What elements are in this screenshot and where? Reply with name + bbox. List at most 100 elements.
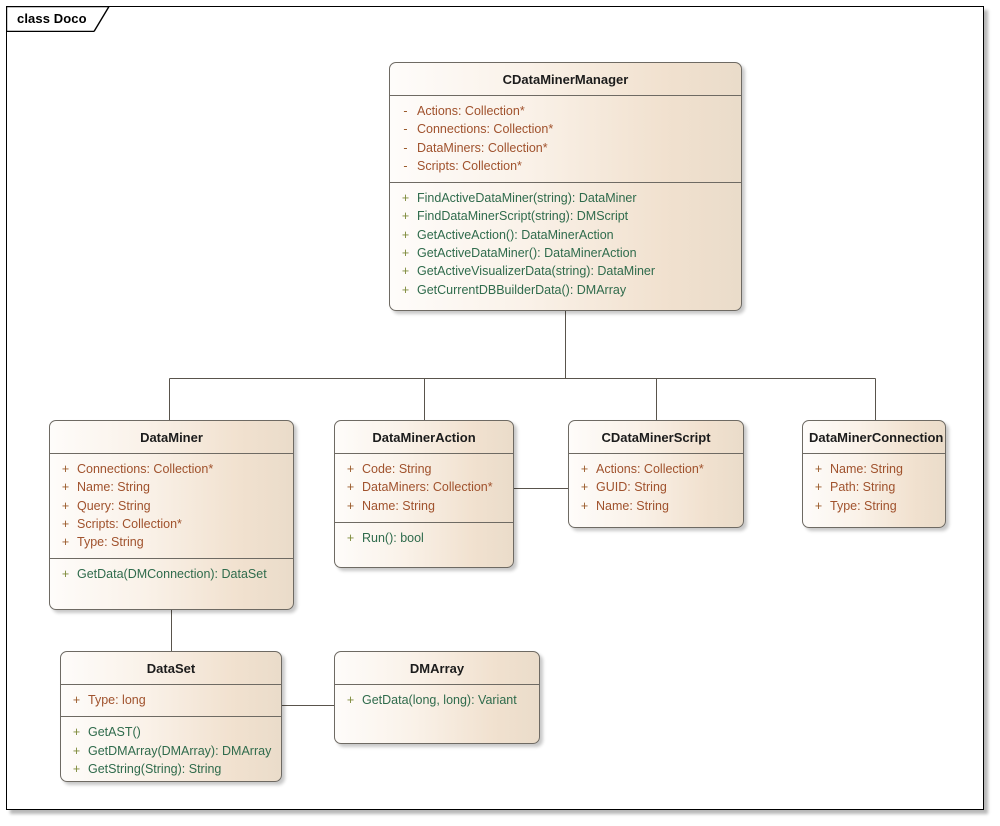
- attribute-text: Name: String: [596, 498, 669, 513]
- operation-row: + GetActiveDataMiner(): DataMinerAction: [394, 244, 737, 262]
- operations-compartment: + FindActiveDataMiner(string): DataMiner…: [390, 182, 741, 306]
- attribute-text: Query: String: [77, 498, 151, 513]
- operations-compartment: + GetData(long, long): Variant: [335, 685, 539, 716]
- class-title: DataSet: [61, 652, 281, 685]
- class-box-dmarray[interactable]: DMArray + GetData(long, long): Variant: [334, 651, 540, 744]
- attribute-row: + GUID: String: [573, 478, 739, 496]
- attribute-text: Actions: Collection*: [596, 462, 704, 476]
- visibility-marker: +: [814, 462, 823, 476]
- operation-row: + GetDMArray(DMArray): DMArray: [65, 742, 277, 760]
- operations-compartment: + Run(): bool: [335, 521, 513, 554]
- attribute-row: + Type: String: [54, 533, 289, 551]
- attribute-text: DataMiners: Collection*: [362, 480, 493, 495]
- attribute-text: Name: String: [362, 498, 435, 513]
- visibility-marker: +: [401, 246, 410, 261]
- class-box-cdataminermanager[interactable]: CDataMinerManager - Actions: Collection*…: [389, 62, 742, 311]
- attribute-text: Name: String: [77, 480, 150, 495]
- visibility-marker: +: [72, 743, 81, 758]
- visibility-marker: +: [61, 462, 70, 476]
- attribute-text: Type: long: [88, 693, 146, 707]
- visibility-marker: +: [401, 227, 410, 242]
- operation-text: GetData(DMConnection): DataSet: [77, 567, 267, 582]
- visibility-marker: +: [72, 761, 81, 776]
- visibility-marker: +: [61, 535, 70, 550]
- attribute-text: Scripts: Collection*: [417, 158, 522, 173]
- class-title: DataMinerAction: [335, 421, 513, 454]
- attributes-compartment: + Code: String + DataMiners: Collection*…: [335, 454, 513, 522]
- operation-row: + FindDataMinerScript(string): DMScript: [394, 207, 737, 225]
- visibility-marker: +: [346, 498, 355, 513]
- visibility-marker: -: [403, 122, 408, 137]
- operation-text: FindActiveDataMiner(string): DataMiner: [417, 191, 637, 206]
- visibility-marker: +: [401, 209, 410, 224]
- operation-text: GetAST(): [88, 725, 141, 740]
- attribute-row: + Type: long: [65, 691, 277, 709]
- operation-row: + GetData(long, long): Variant: [339, 691, 535, 709]
- class-title: DMArray: [335, 652, 539, 685]
- class-box-dataset[interactable]: DataSet + Type: long + GetAST() + GetDMA…: [60, 651, 282, 782]
- operation-row: + GetActiveVisualizerData(string): DataM…: [394, 262, 737, 280]
- attribute-row: + Name: String: [573, 497, 739, 515]
- operations-compartment: + GetAST() + GetDMArray(DMArray): DMArra…: [61, 716, 281, 785]
- visibility-marker: +: [61, 516, 70, 531]
- attribute-row: + Actions: Collection*: [573, 460, 739, 478]
- visibility-marker: +: [814, 480, 823, 495]
- visibility-marker: -: [403, 140, 408, 155]
- attribute-text: Type: String: [77, 535, 144, 550]
- class-box-dataminer[interactable]: DataMiner + Connections: Collection* + N…: [49, 420, 294, 610]
- attribute-text: GUID: String: [596, 480, 667, 495]
- operation-text: GetDMArray(DMArray): DMArray: [88, 743, 272, 758]
- attribute-row: + Name: String: [807, 460, 941, 478]
- visibility-marker: -: [403, 104, 408, 118]
- operation-text: GetCurrentDBBuilderData(): DMArray: [417, 282, 627, 297]
- visibility-marker: +: [401, 282, 410, 297]
- attribute-row: + Name: String: [339, 497, 509, 515]
- operation-row: + GetString(String): String: [65, 760, 277, 778]
- visibility-marker: +: [346, 530, 355, 545]
- attribute-text: Name: String: [830, 462, 903, 476]
- attribute-text: DataMiners: Collection*: [417, 140, 548, 155]
- attribute-text: Connections: Collection*: [77, 462, 214, 476]
- class-title: DataMinerConnection: [803, 421, 945, 454]
- visibility-marker: +: [580, 498, 589, 513]
- operation-text: GetActiveDataMiner(): DataMinerAction: [417, 246, 637, 261]
- attributes-compartment: + Type: long: [61, 685, 281, 716]
- visibility-marker: +: [61, 480, 70, 495]
- attribute-row: + DataMiners: Collection*: [339, 478, 509, 496]
- attribute-row: + Path: String: [807, 478, 941, 496]
- attribute-text: Code: String: [362, 462, 432, 476]
- diagram-tab-label: class Doco: [17, 11, 87, 26]
- attribute-row: - Connections: Collection*: [394, 120, 737, 138]
- class-box-cdataminerscript[interactable]: CDataMinerScript + Actions: Collection* …: [568, 420, 744, 528]
- operation-row: + Run(): bool: [339, 529, 509, 547]
- class-box-datamineraction[interactable]: DataMinerAction + Code: String + DataMin…: [334, 420, 514, 568]
- attribute-row: + Name: String: [54, 478, 289, 496]
- class-box-dataminerconnection[interactable]: DataMinerConnection + Name: String + Pat…: [802, 420, 946, 528]
- attribute-row: - Actions: Collection*: [394, 102, 737, 120]
- attribute-text: Scripts: Collection*: [77, 516, 182, 531]
- visibility-marker: +: [72, 693, 81, 707]
- class-title: DataMiner: [50, 421, 293, 454]
- attribute-text: Actions: Collection*: [417, 104, 525, 118]
- visibility-marker: +: [346, 480, 355, 495]
- operation-text: GetData(long, long): Variant: [362, 693, 517, 707]
- visibility-marker: +: [814, 498, 823, 513]
- operation-text: FindDataMinerScript(string): DMScript: [417, 209, 629, 224]
- visibility-marker: +: [346, 462, 355, 476]
- operation-row: + FindActiveDataMiner(string): DataMiner: [394, 189, 737, 207]
- class-title: CDataMinerScript: [569, 421, 743, 454]
- operation-text: GetActiveVisualizerData(string): DataMin…: [417, 264, 656, 279]
- visibility-marker: +: [61, 498, 70, 513]
- visibility-marker: +: [61, 567, 70, 582]
- attribute-row: + Type: String: [807, 497, 941, 515]
- attribute-row: + Scripts: Collection*: [54, 515, 289, 533]
- attribute-row: - DataMiners: Collection*: [394, 139, 737, 157]
- visibility-marker: +: [580, 462, 589, 476]
- operation-text: GetString(String): String: [88, 761, 222, 776]
- attribute-text: Type: String: [830, 498, 897, 513]
- operations-compartment: + GetData(DMConnection): DataSet: [50, 558, 293, 590]
- attribute-row: + Code: String: [339, 460, 509, 478]
- class-title: CDataMinerManager: [390, 63, 741, 96]
- visibility-marker: +: [401, 264, 410, 279]
